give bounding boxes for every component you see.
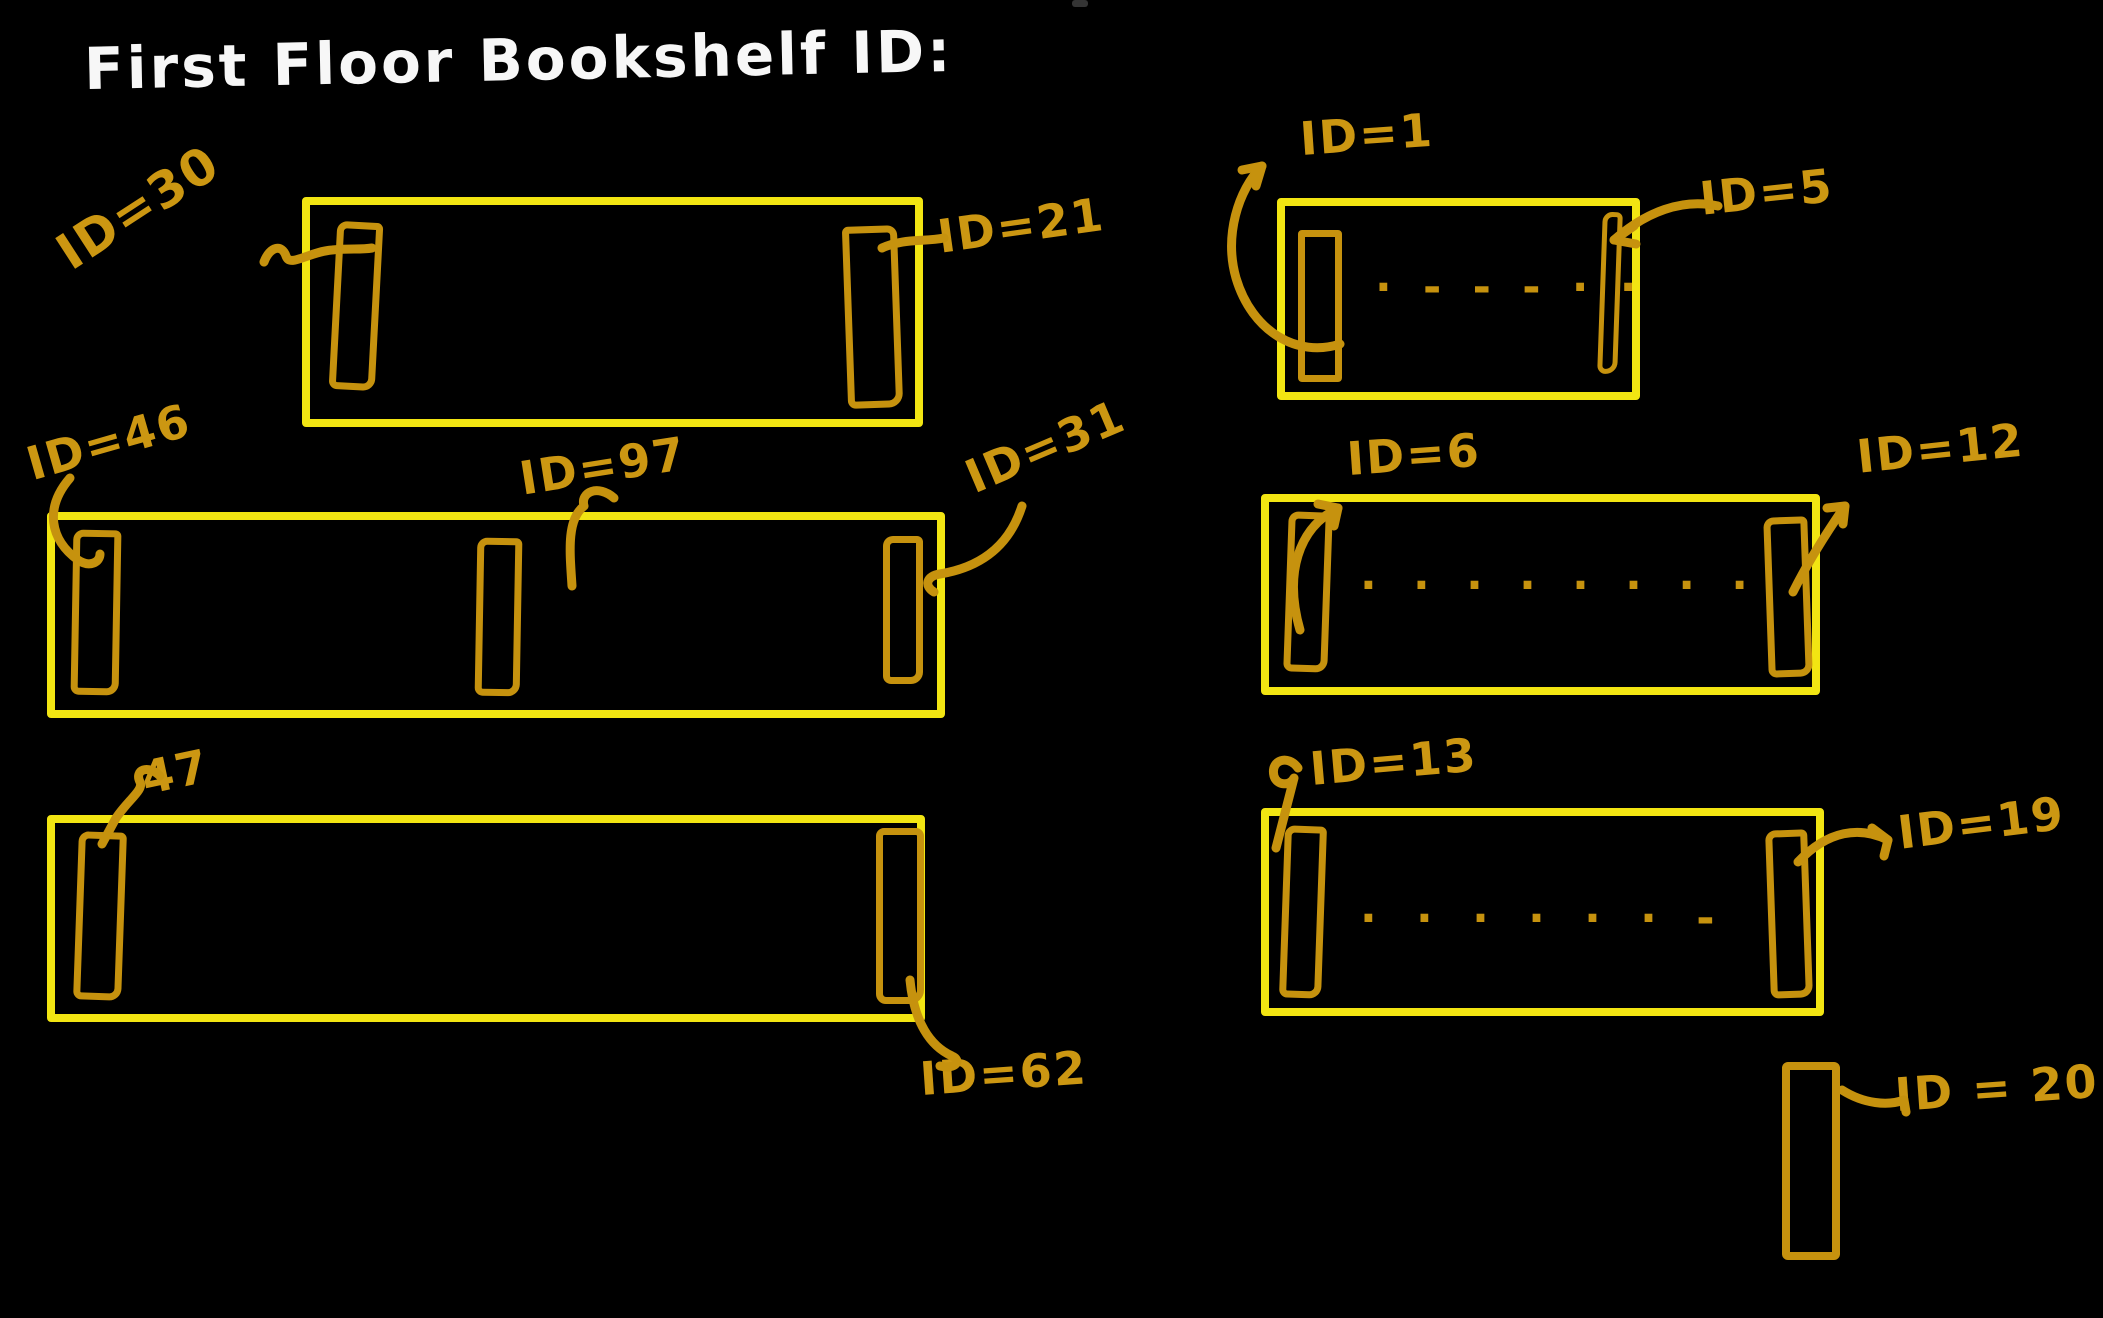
label-id97: ID=97 <box>515 426 691 506</box>
marker-id19 <box>1765 829 1813 999</box>
shelf-top-left <box>302 197 923 427</box>
label-id31: ID=31 <box>957 388 1134 504</box>
label-id46: ID=46 <box>20 392 197 491</box>
label-id20: ID = 20 <box>1893 1053 2101 1122</box>
arrowhead-id1 <box>1237 161 1267 191</box>
label-id5: ID=5 <box>1697 158 1836 226</box>
dots-bottom-right: · · · · · · - <box>1360 893 1723 944</box>
shelf-middle-left <box>47 512 945 718</box>
marker-id21 <box>841 225 904 409</box>
marker-47 <box>73 831 127 1001</box>
dots-middle-right: · · · · · · · · <box>1360 560 1756 611</box>
label-id62: ID=62 <box>918 1040 1090 1106</box>
arrowhead-id19 <box>1867 823 1893 861</box>
dots-top-right: · - - - · · <box>1375 262 1644 313</box>
marker-id31 <box>883 536 923 684</box>
shelf-bottom-right <box>1261 808 1824 1016</box>
label-id6: ID=6 <box>1345 422 1483 486</box>
marker-id13 <box>1279 825 1327 999</box>
label-id30: ID=30 <box>46 133 231 282</box>
marker-id20 <box>1782 1062 1840 1260</box>
label-id1: ID=1 <box>1298 102 1436 166</box>
label-id19: ID=19 <box>1894 785 2068 860</box>
page-title: First Floor Bookshelf ID: <box>83 16 955 104</box>
label-47: 47 <box>136 738 215 806</box>
marker-id12 <box>1763 516 1813 678</box>
marker-id6 <box>1283 511 1333 673</box>
marker-id30 <box>328 220 384 392</box>
marker-id1 <box>1298 230 1342 382</box>
marker-id46 <box>70 529 122 696</box>
label-id12: ID=12 <box>1854 412 2027 484</box>
shelf-bottom-left <box>47 815 925 1022</box>
label-id21: ID=21 <box>934 186 1108 264</box>
marker-id97 <box>474 537 523 697</box>
label-id13: ID=13 <box>1307 727 1480 796</box>
arrowhead-id12 <box>1822 501 1850 529</box>
marker-id62 <box>876 828 924 1004</box>
stray-pen-mark <box>1072 0 1088 7</box>
